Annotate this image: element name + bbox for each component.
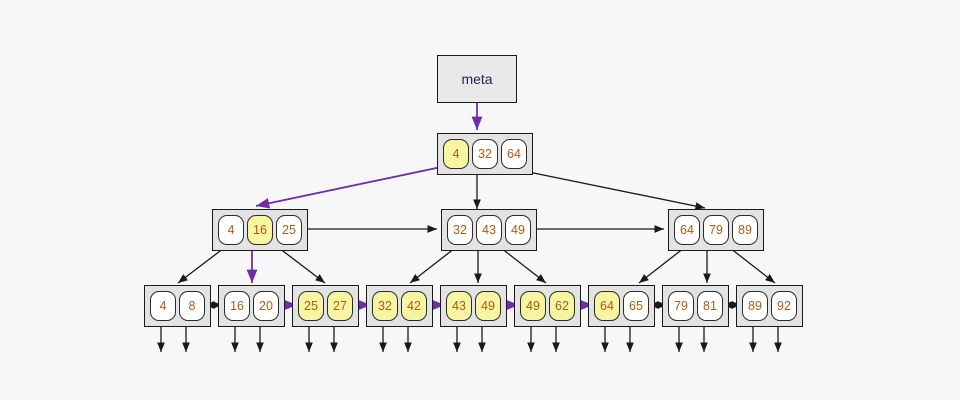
internal-left-cell-2[interactable]: 25	[276, 215, 302, 245]
internal-node-middle[interactable]: 32 43 49	[441, 209, 537, 251]
internal-left-cell-0[interactable]: 4	[218, 215, 244, 245]
leaf-1-cell-0[interactable]: 4	[150, 291, 176, 321]
leaf-6-cell-1[interactable]: 62	[549, 291, 575, 321]
meta-node[interactable]: meta	[437, 55, 517, 103]
leaf-9-cell-0[interactable]: 89	[742, 291, 768, 321]
leaf-node-7[interactable]: 64 65	[588, 285, 655, 327]
root-cell-0[interactable]: 4	[443, 139, 469, 169]
leaf-node-6[interactable]: 49 62	[514, 285, 581, 327]
leaf-4-cell-0[interactable]: 32	[372, 291, 398, 321]
leaf-3-cell-1[interactable]: 27	[327, 291, 353, 321]
leaf-5-cell-1[interactable]: 49	[475, 291, 501, 321]
root-cell-2[interactable]: 64	[501, 139, 527, 169]
leaf-node-5[interactable]: 43 49	[440, 285, 507, 327]
root-cell-1[interactable]: 32	[472, 139, 498, 169]
leaf-node-1[interactable]: 4 8	[144, 285, 211, 327]
internal-middle-cell-2[interactable]: 49	[505, 215, 531, 245]
leaf-4-cell-1[interactable]: 42	[401, 291, 427, 321]
leaf-7-cell-1[interactable]: 65	[623, 291, 649, 321]
leaf-node-4[interactable]: 32 42	[366, 285, 433, 327]
leaf-node-3[interactable]: 25 27	[292, 285, 359, 327]
leaf-7-cell-0[interactable]: 64	[594, 291, 620, 321]
internal-middle-cell-0[interactable]: 32	[447, 215, 473, 245]
internal-node-right[interactable]: 64 79 89	[668, 209, 764, 251]
leaf-2-cell-1[interactable]: 20	[253, 291, 279, 321]
leaf-5-cell-0[interactable]: 43	[446, 291, 472, 321]
meta-node-label: meta	[461, 71, 493, 87]
root-node[interactable]: 4 32 64	[437, 133, 533, 175]
leaf-8-cell-1[interactable]: 81	[697, 291, 723, 321]
internal-middle-cell-1[interactable]: 43	[476, 215, 502, 245]
internal-right-cell-2[interactable]: 89	[732, 215, 758, 245]
leaf-2-cell-0[interactable]: 16	[224, 291, 250, 321]
leaf-node-2[interactable]: 16 20	[218, 285, 285, 327]
internal-right-cell-0[interactable]: 64	[674, 215, 700, 245]
leaf-node-9[interactable]: 89 92	[736, 285, 803, 327]
leaf-6-cell-0[interactable]: 49	[520, 291, 546, 321]
internal-left-cell-1[interactable]: 16	[247, 215, 273, 245]
leaf-3-cell-0[interactable]: 25	[298, 291, 324, 321]
leaf-8-cell-0[interactable]: 79	[668, 291, 694, 321]
leaf-1-cell-1[interactable]: 8	[179, 291, 205, 321]
internal-node-left[interactable]: 4 16 25	[212, 209, 308, 251]
leaf-node-8[interactable]: 79 81	[662, 285, 729, 327]
internal-right-cell-1[interactable]: 79	[703, 215, 729, 245]
leaf-9-cell-1[interactable]: 92	[771, 291, 797, 321]
